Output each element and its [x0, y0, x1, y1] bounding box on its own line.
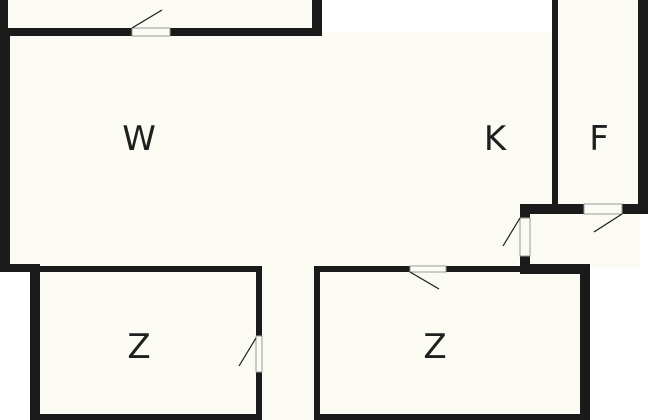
wall — [638, 0, 648, 214]
wall — [520, 264, 590, 274]
wall — [314, 266, 320, 420]
wall — [580, 264, 590, 420]
wall — [30, 414, 262, 420]
room-labels: W K F Z Z — [122, 119, 609, 367]
room-fills — [8, 0, 640, 420]
door-entry-leaf — [502, 217, 521, 247]
door-top-frame — [131, 27, 171, 37]
door-bedroom-left-frame — [255, 335, 263, 373]
door-bedroom-right-opening — [410, 266, 446, 272]
room-top-left-fill — [8, 0, 316, 28]
wall — [0, 0, 8, 36]
entry-fill — [524, 208, 640, 268]
room-label-living: W — [122, 119, 156, 159]
doors — [131, 9, 623, 373]
wall — [30, 266, 262, 272]
corridor-fill — [260, 264, 320, 420]
wall — [312, 0, 322, 36]
room-label-bedroom-left: Z — [127, 327, 150, 367]
room-label-bedroom-right: Z — [423, 327, 446, 367]
door-entry-frame — [519, 217, 531, 257]
wall — [520, 204, 530, 218]
door-hall-leaf — [593, 213, 623, 233]
door-top-opening — [132, 28, 170, 36]
room-label-kitchen: K — [484, 119, 508, 159]
room-bedroom-left-fill — [36, 268, 260, 418]
door-hall-opening — [584, 204, 622, 214]
wall — [0, 264, 40, 272]
door-bedroom-right-leaf — [409, 271, 440, 290]
door-bedroom-right-frame — [409, 265, 447, 273]
room-hall-fill — [556, 0, 640, 208]
room-main-fill — [8, 32, 556, 268]
door-top-leaf — [131, 9, 163, 29]
door-bedroom-left-opening — [256, 336, 262, 372]
door-bedroom-left-leaf — [238, 337, 257, 367]
room-label-hall: F — [589, 119, 609, 159]
wall — [314, 414, 590, 420]
wall — [30, 264, 40, 420]
room-bedroom-right-fill — [320, 268, 586, 418]
door-entry-opening — [520, 218, 530, 256]
wall — [0, 28, 10, 272]
wall — [552, 0, 558, 210]
